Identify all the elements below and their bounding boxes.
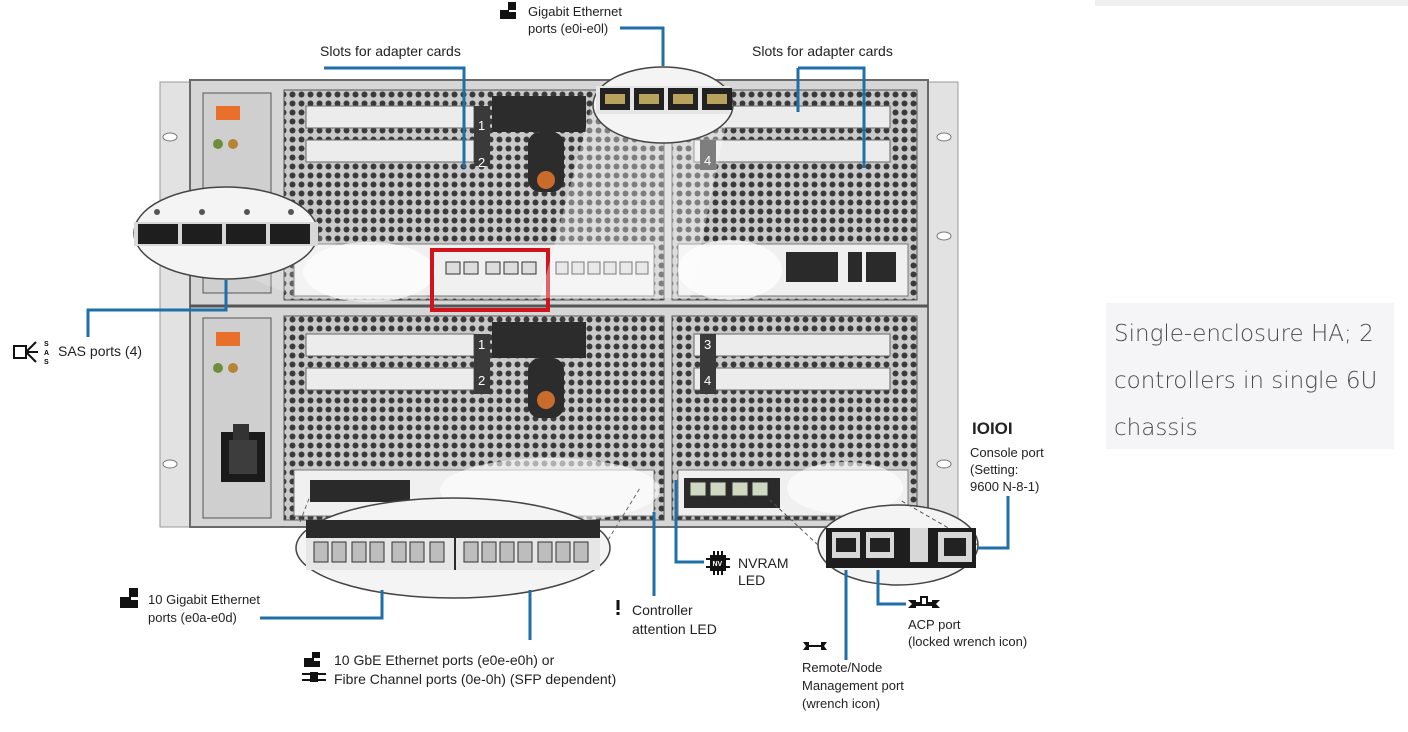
callout-lines [86,26,1010,660]
caption-box: Single-enclosure HA; 2 controllers in si… [1106,303,1394,449]
zoom-sas [133,186,319,280]
tengbe-label-1: 10 GbE Ethernet ports (e0e-e0h) or [334,652,555,668]
tengig-label-1: 10 Gigabit Ethernet [148,592,261,607]
top-right-bar [1095,0,1408,6]
console-icon-text: IOIOI [972,419,1013,438]
caption-line-1: Single-enclosure HA; 2 [1114,321,1374,347]
remote-label-2: Management port [802,678,904,693]
gigabit-label-title: Gigabit Ethernet [528,4,622,19]
console-label-2: (Setting: [970,462,1019,477]
controller-label-2: attention LED [632,621,717,637]
sas-label: SAS ports (4) [58,343,143,359]
caption-line-2: controllers in single 6U [1114,368,1378,394]
nvram-chip-icon: NV [706,551,730,575]
slots-left-label: Slots for adapter cards [320,43,461,59]
slots-right-label: Slots for adapter cards [752,43,893,59]
acp-label-2: (locked wrench icon) [908,634,1028,649]
sas-icon: S A S [13,341,49,366]
nvram-label-1: NVRAM [738,555,789,571]
slot-number: 2 [478,155,486,170]
remote-label-1: Remote/Node [802,660,883,675]
nvram-label-2: LED [738,572,766,588]
wrench-icon [803,642,827,650]
svg-text:NV: NV [713,561,723,568]
zoom-10g [295,497,611,599]
locked-wrench-icon [908,596,940,608]
svg-text:S: S [44,341,49,348]
network-icon [500,2,516,19]
zoom-gigabit [592,66,734,144]
controller-label-1: Controller [632,602,693,618]
tengig-label-2: ports (e0a-e0d) [148,610,237,625]
network-icon-10g [120,588,138,608]
exclamation-icon [616,600,620,615]
tengbe-label-2: Fibre Channel ports (0e-0h) (SFP depende… [334,671,617,687]
ethernet-fc-icon [302,652,326,682]
zoom-mgmt [769,499,979,586]
svg-text:S: S [44,359,49,366]
caption-line-3: chassis [1114,415,1198,441]
slot-number: 1 [478,118,486,133]
gigabit-label-ports: ports (e0i-e0l) [528,21,609,36]
console-label-3: 9600 N-8-1) [970,479,1040,494]
acp-label-1: ACP port [908,617,961,632]
slot-number: 3 [704,337,712,352]
remote-label-3: (wrench icon) [802,696,881,711]
console-label-1: Console port [970,445,1044,460]
slot-number: 2 [478,373,486,388]
svg-text:A: A [44,350,49,357]
highlight-box [430,248,550,312]
slot-number: 4 [704,373,712,388]
slot-number: 4 [704,153,712,168]
slot-number: 1 [478,337,486,352]
